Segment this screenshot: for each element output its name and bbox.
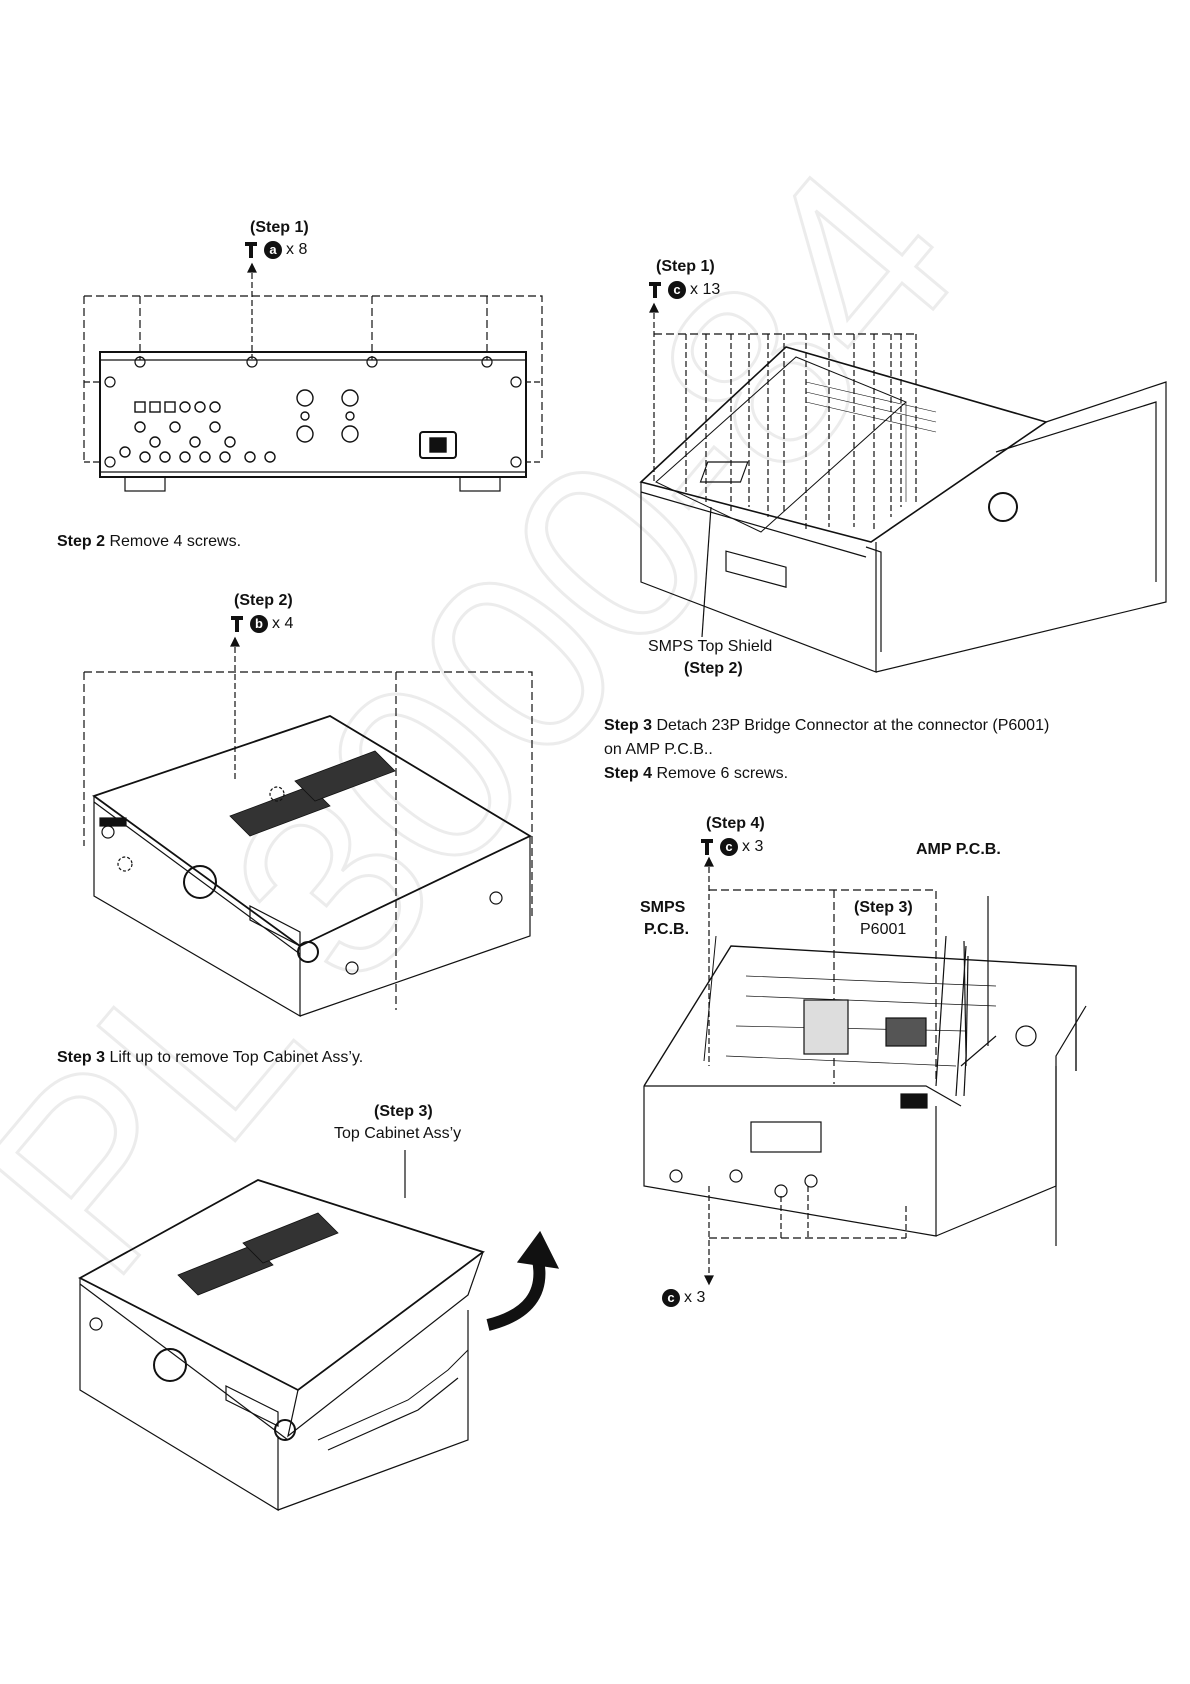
step3-text: Lift up to remove Top Cabinet Ass’y. [105,1049,364,1066]
fig5-conn-step: (Step 3) [854,899,913,916]
fig4-shield-label: SMPS Top Shield [648,638,773,655]
fig4-screw-letter: c [668,281,686,299]
fig5-step-label: (Step 4) [706,815,765,832]
step4-label: Step 4 [604,765,653,782]
fig2-screw-letter: b [250,615,268,633]
step3-right-label: Step 3 [604,717,653,734]
step3-right-text-2: on AMP P.C.B.. [604,741,713,758]
step2-label: Step 2 [57,533,106,550]
top-cabinet-screw-diagram [83,636,533,1018]
fig5-screw-count: x 3 [742,838,764,855]
fig5-bottom-letter: c [662,1289,680,1307]
fig2-step-label: (Step 2) [234,592,293,609]
fig2-screw-callout: b x 4 [230,614,293,634]
fig5-conn-label: P6001 [860,921,907,938]
fig2-screw-count: x 4 [272,615,294,632]
fig5-screw-callout: c x 3 [700,837,763,857]
fig4-screw-callout: c x 13 [648,280,720,300]
fig5-smps-label-2: P.C.B. [644,921,690,938]
fig1-step-label: (Step 1) [250,219,309,236]
smps-shield-diagram [639,302,1167,673]
fig1-screw-letter: a [264,241,282,259]
step4-text: Remove 6 screws. [652,765,789,782]
fig5-screw-letter: c [720,838,738,856]
step3-label: Step 3 [57,1049,106,1066]
step2-text: Remove 4 screws. [105,533,242,550]
fig5-smps-label-1: SMPS [640,899,686,916]
screw-icon [701,839,713,855]
fig5-amp-label: AMP P.C.B. [916,841,1001,858]
fig1-screw-callout: a x 8 [244,240,307,260]
screw-icon [649,282,661,298]
screw-icon [245,242,257,258]
fig4-step-label: (Step 1) [656,258,715,275]
cabinet-removal-diagram [78,1150,560,1512]
step2-instruction: Step 2 Remove 4 screws. [57,530,241,554]
amp-pcb-diagram [643,856,1087,1286]
fig5-bottom-count: x 3 [684,1289,706,1306]
step3-right-instruction: Step 3 Detach 23P Bridge Connector at th… [604,714,1049,786]
screw-icon [231,616,243,632]
fig3-step-label: (Step 3) [374,1103,433,1120]
step3-right-text: Detach 23P Bridge Connector at the conne… [652,717,1050,734]
fig3-part-label: Top Cabinet Ass’y [334,1125,462,1142]
fig1-screw-count: x 8 [286,241,308,258]
fig5-bottom-callout: c x 3 [662,1288,705,1308]
fig4-shield-step: (Step 2) [684,660,743,677]
step3-instruction: Step 3 Lift up to remove Top Cabinet Ass… [57,1046,363,1070]
rear-panel-diagram [83,262,543,492]
fig4-screw-count: x 13 [690,281,721,298]
